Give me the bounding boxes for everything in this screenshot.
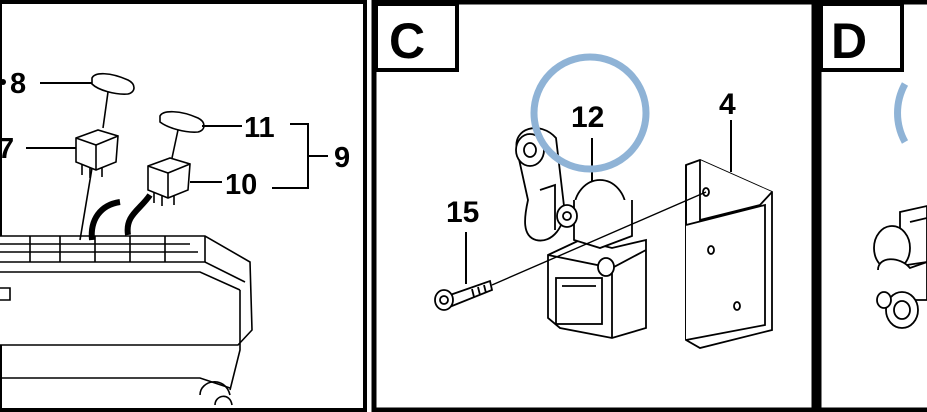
callout-15: 15 <box>446 196 479 229</box>
panel-d-label-box <box>819 2 904 72</box>
part-7-switch <box>75 129 119 178</box>
callout-11: 11 <box>244 112 275 144</box>
callout-12: 12 <box>571 101 604 134</box>
part-8-cap <box>91 72 135 129</box>
highlight-circle-d <box>894 82 909 144</box>
callout-10: 10 <box>225 169 257 201</box>
black-cable-2 <box>124 193 153 236</box>
panel-d-mechanism <box>873 205 927 329</box>
left-panel: 8 7 11 10 9 <box>0 0 367 412</box>
part-10-switch <box>147 157 191 206</box>
limit-switch-body <box>547 179 647 339</box>
part-8-dot <box>0 79 6 85</box>
panel-c-label-box <box>374 2 459 72</box>
highlight-circle-c <box>530 53 650 173</box>
left-leader-lines <box>26 82 328 189</box>
panel-c-letter: C <box>389 13 425 69</box>
left-panel-frame <box>0 0 367 412</box>
panel-d-letter: D <box>831 13 867 69</box>
control-panel-housing <box>0 235 253 406</box>
callout-9: 9 <box>334 142 350 174</box>
part-4-bracket <box>685 159 773 349</box>
panel-c: C <box>371 0 817 412</box>
callout-7: 7 <box>0 133 14 165</box>
callout-8: 8 <box>10 68 26 100</box>
panel-c-leaders <box>465 120 732 284</box>
black-cable <box>88 199 121 241</box>
callout-4: 4 <box>719 88 736 121</box>
panel-d: D <box>816 0 927 412</box>
assembly-axis <box>491 191 707 286</box>
part-15-screw <box>434 279 494 311</box>
